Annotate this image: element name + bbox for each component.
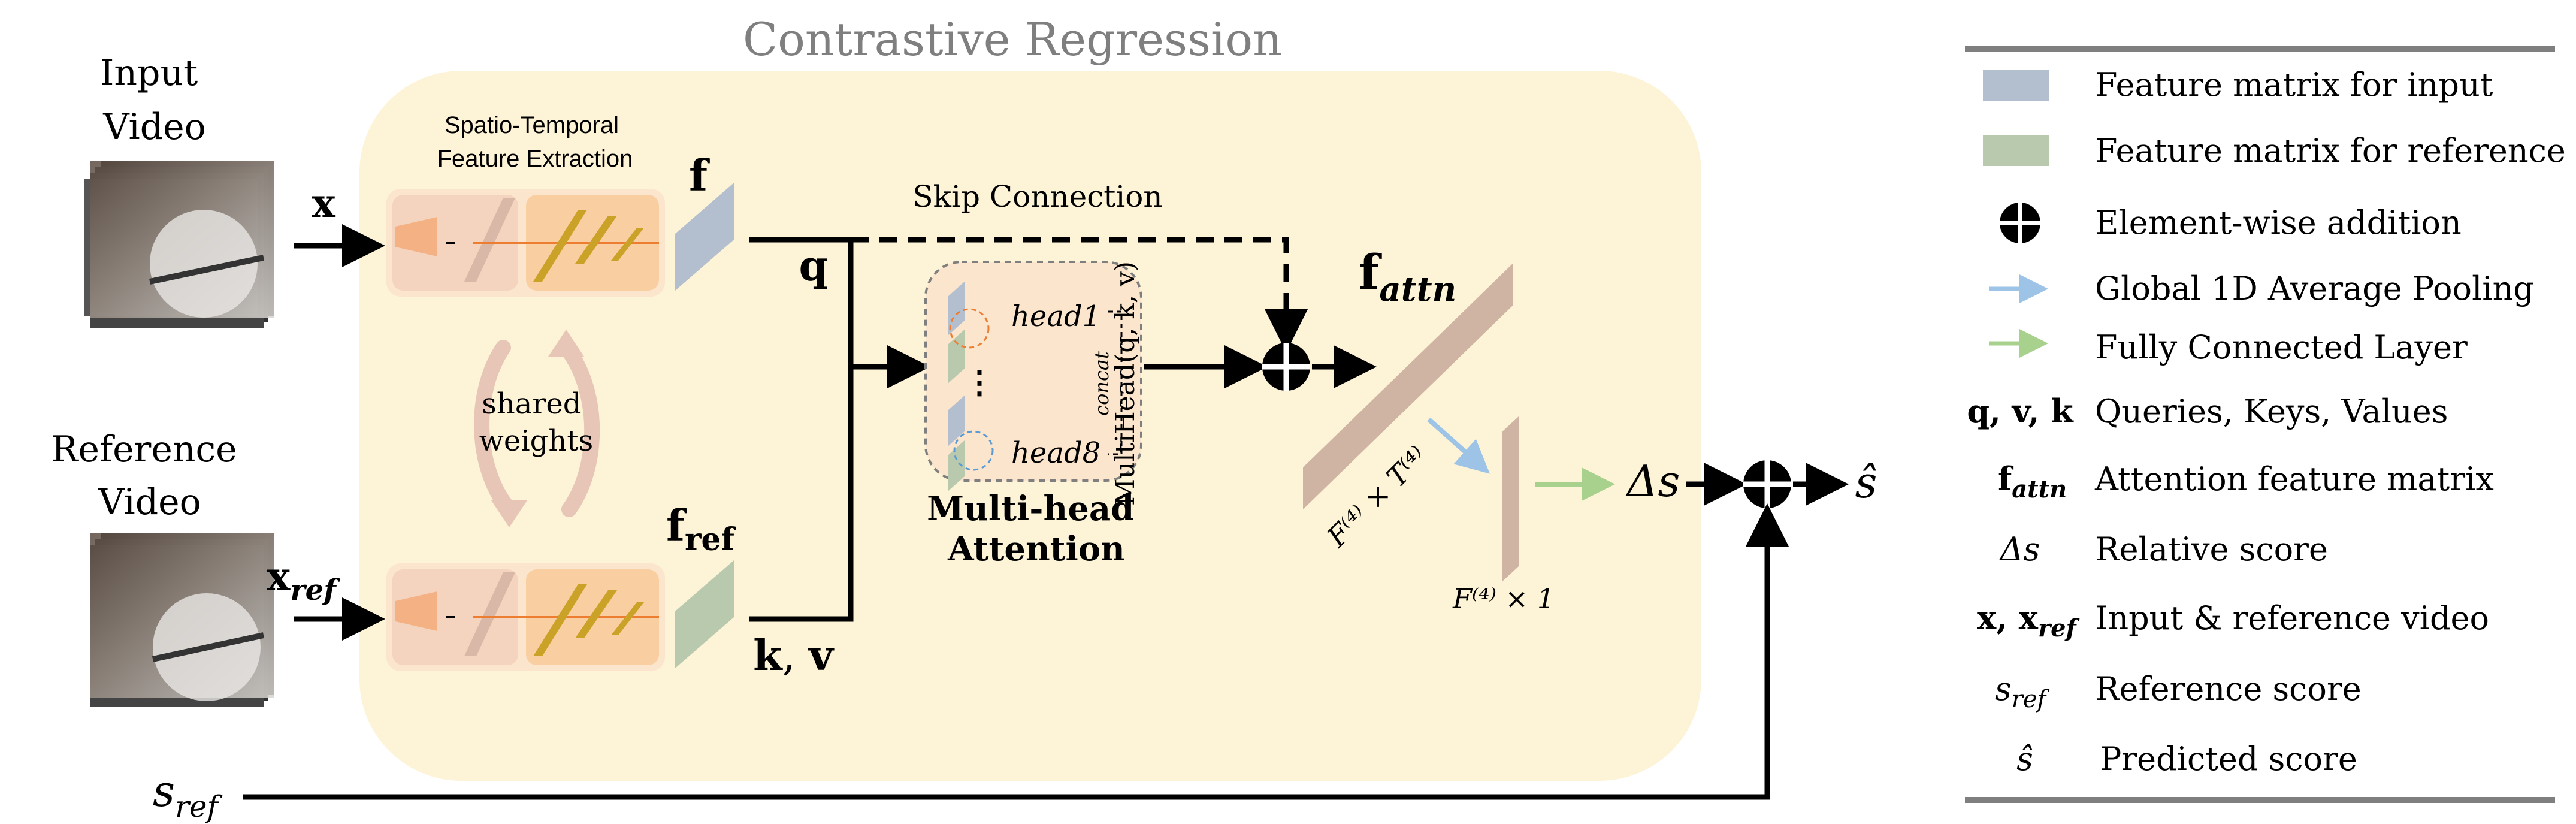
head1-matrices: [948, 282, 990, 384]
v-label: v: [808, 630, 835, 680]
legend-pooling-text: Global 1D Average Pooling: [2095, 270, 2534, 307]
reference-feature-matrix: [675, 560, 734, 668]
f-attn-base: f: [1359, 244, 1382, 300]
f-attn-sub: attn: [1379, 270, 1456, 309]
legend-input-text: Feature matrix for input: [2095, 66, 2493, 104]
reference-feature-extractor: [386, 563, 665, 671]
multi-head-attention-line1: Multi-head: [927, 489, 1134, 529]
legend-fattn-key: fattn: [1998, 460, 2067, 503]
s-ref-line: [243, 503, 1789, 800]
input-feature-extractor: [386, 189, 665, 297]
legend-x-key: x, xref: [1977, 599, 2080, 642]
legend-x-base: x, x: [1977, 599, 2039, 637]
x-label: x: [312, 180, 335, 227]
diagram-title: Contrastive Regression: [743, 13, 1282, 66]
shared-weights-arrows: [474, 330, 600, 527]
head1-label: head1: [1011, 300, 1100, 333]
legend-s-ref-base: s: [1995, 670, 2012, 708]
head8-label: head8: [1011, 436, 1100, 470]
x-ref-base: x: [267, 553, 291, 600]
x-ref-sub: ref: [290, 574, 340, 607]
multihead-formula: MultiHead(q, k, v): [1110, 261, 1141, 506]
shared-weights-line2: weights: [479, 424, 593, 458]
input-video-label-line1: Input: [100, 52, 198, 94]
reference-video-thumbnail: [90, 533, 274, 707]
legend-s-ref-text: Reference score: [2095, 670, 2362, 708]
s-ref-base: s: [153, 766, 175, 816]
legend-addition-text: Element-wise addition: [2095, 204, 2462, 242]
attention-feature-matrix: [1303, 264, 1513, 509]
legend-s-ref-key: sref: [1995, 670, 2050, 713]
legend-qvk-key: q, v, k: [1967, 392, 2074, 430]
s-ref-label: sref: [153, 766, 222, 824]
legend-fattn-sub: attn: [2012, 475, 2067, 503]
legend-delta-s-key: Δs: [1999, 530, 2040, 568]
delta-s-label: Δs: [1625, 456, 1680, 506]
pooling-arrow: [1427, 418, 1490, 474]
kv-comma: ,: [782, 631, 809, 680]
f-attn-label: fattn: [1359, 244, 1456, 309]
skip-addition-icon: [1262, 343, 1310, 391]
reference-video-label-line2: Video: [98, 481, 201, 523]
input-feature-matrix: [675, 183, 734, 291]
extraction-title: Spatio-Temporal Feature Extraction: [437, 112, 633, 172]
legend-addition-icon: [2000, 203, 2040, 243]
reference-video-label-line1: Reference: [51, 428, 237, 470]
legend-s-ref-sub: ref: [2012, 686, 2050, 713]
input-video-label-line2: Video: [102, 106, 206, 148]
legend-x-text: Input & reference video: [2095, 599, 2489, 637]
input-video-label: Input Video: [100, 52, 210, 148]
legend-fattn-text: Attention feature matrix: [2094, 460, 2494, 498]
pooled-dim: F⁽⁴⁾ × 1: [1452, 582, 1555, 615]
legend-input-swatch: [1983, 70, 2049, 101]
legend-fc-text: Fully Connected Layer: [2095, 328, 2468, 366]
legend-reference-swatch: [1983, 135, 2049, 166]
head8-matrices: [948, 396, 994, 491]
kv-label: k, v: [753, 630, 835, 680]
multi-head-attention-line2: Attention: [947, 529, 1125, 569]
k-label: k: [753, 630, 783, 680]
extraction-title-line1: Spatio-Temporal: [445, 112, 619, 138]
multi-head-attention-block: [924, 261, 1142, 482]
legend-qvk-text: Queries, Keys, Values: [2095, 393, 2448, 430]
q-label: q: [799, 241, 829, 291]
f-ref-base: f: [666, 500, 687, 551]
s-ref-sub: ref: [175, 789, 222, 824]
s-hat-label: ŝ: [1855, 457, 1877, 508]
legend-x-sub: ref: [2038, 614, 2080, 642]
pooled-feature-vector: [1502, 416, 1519, 581]
shared-weights-line1: shared: [482, 387, 581, 421]
attention-ellipsis: ⋮: [964, 364, 995, 401]
legend-reference-text: Feature matrix for reference: [2095, 132, 2566, 170]
concat-label: concat: [1090, 351, 1113, 416]
f-ref-label: fref: [666, 500, 736, 558]
reference-video-label: Reference Video: [51, 428, 248, 523]
x-ref-label: xref: [267, 553, 340, 607]
legend-s-hat-key: ŝ: [2016, 740, 2033, 778]
legend-fattn-base: f: [1998, 460, 2014, 498]
input-video-thumbnail: [84, 161, 274, 328]
extraction-title-line2: Feature Extraction: [437, 146, 633, 172]
final-addition-icon: [1743, 460, 1791, 508]
legend-delta-s-text: Relative score: [2095, 530, 2328, 568]
multi-head-attention-label: Multi-head Attention: [927, 489, 1146, 569]
f-ref-sub: ref: [685, 521, 736, 558]
concat-bracket: [1108, 310, 1123, 455]
f-label: f: [689, 150, 710, 201]
legend: Feature matrix for input Feature matrix …: [1965, 46, 2566, 803]
legend-s-hat-text: Predicted score: [2100, 740, 2357, 778]
shared-weights-label: shared weights: [479, 387, 593, 458]
skip-connection-line: [851, 237, 1308, 352]
kv-line: [749, 367, 854, 622]
skip-connection-label: Skip Connection: [912, 179, 1162, 214]
